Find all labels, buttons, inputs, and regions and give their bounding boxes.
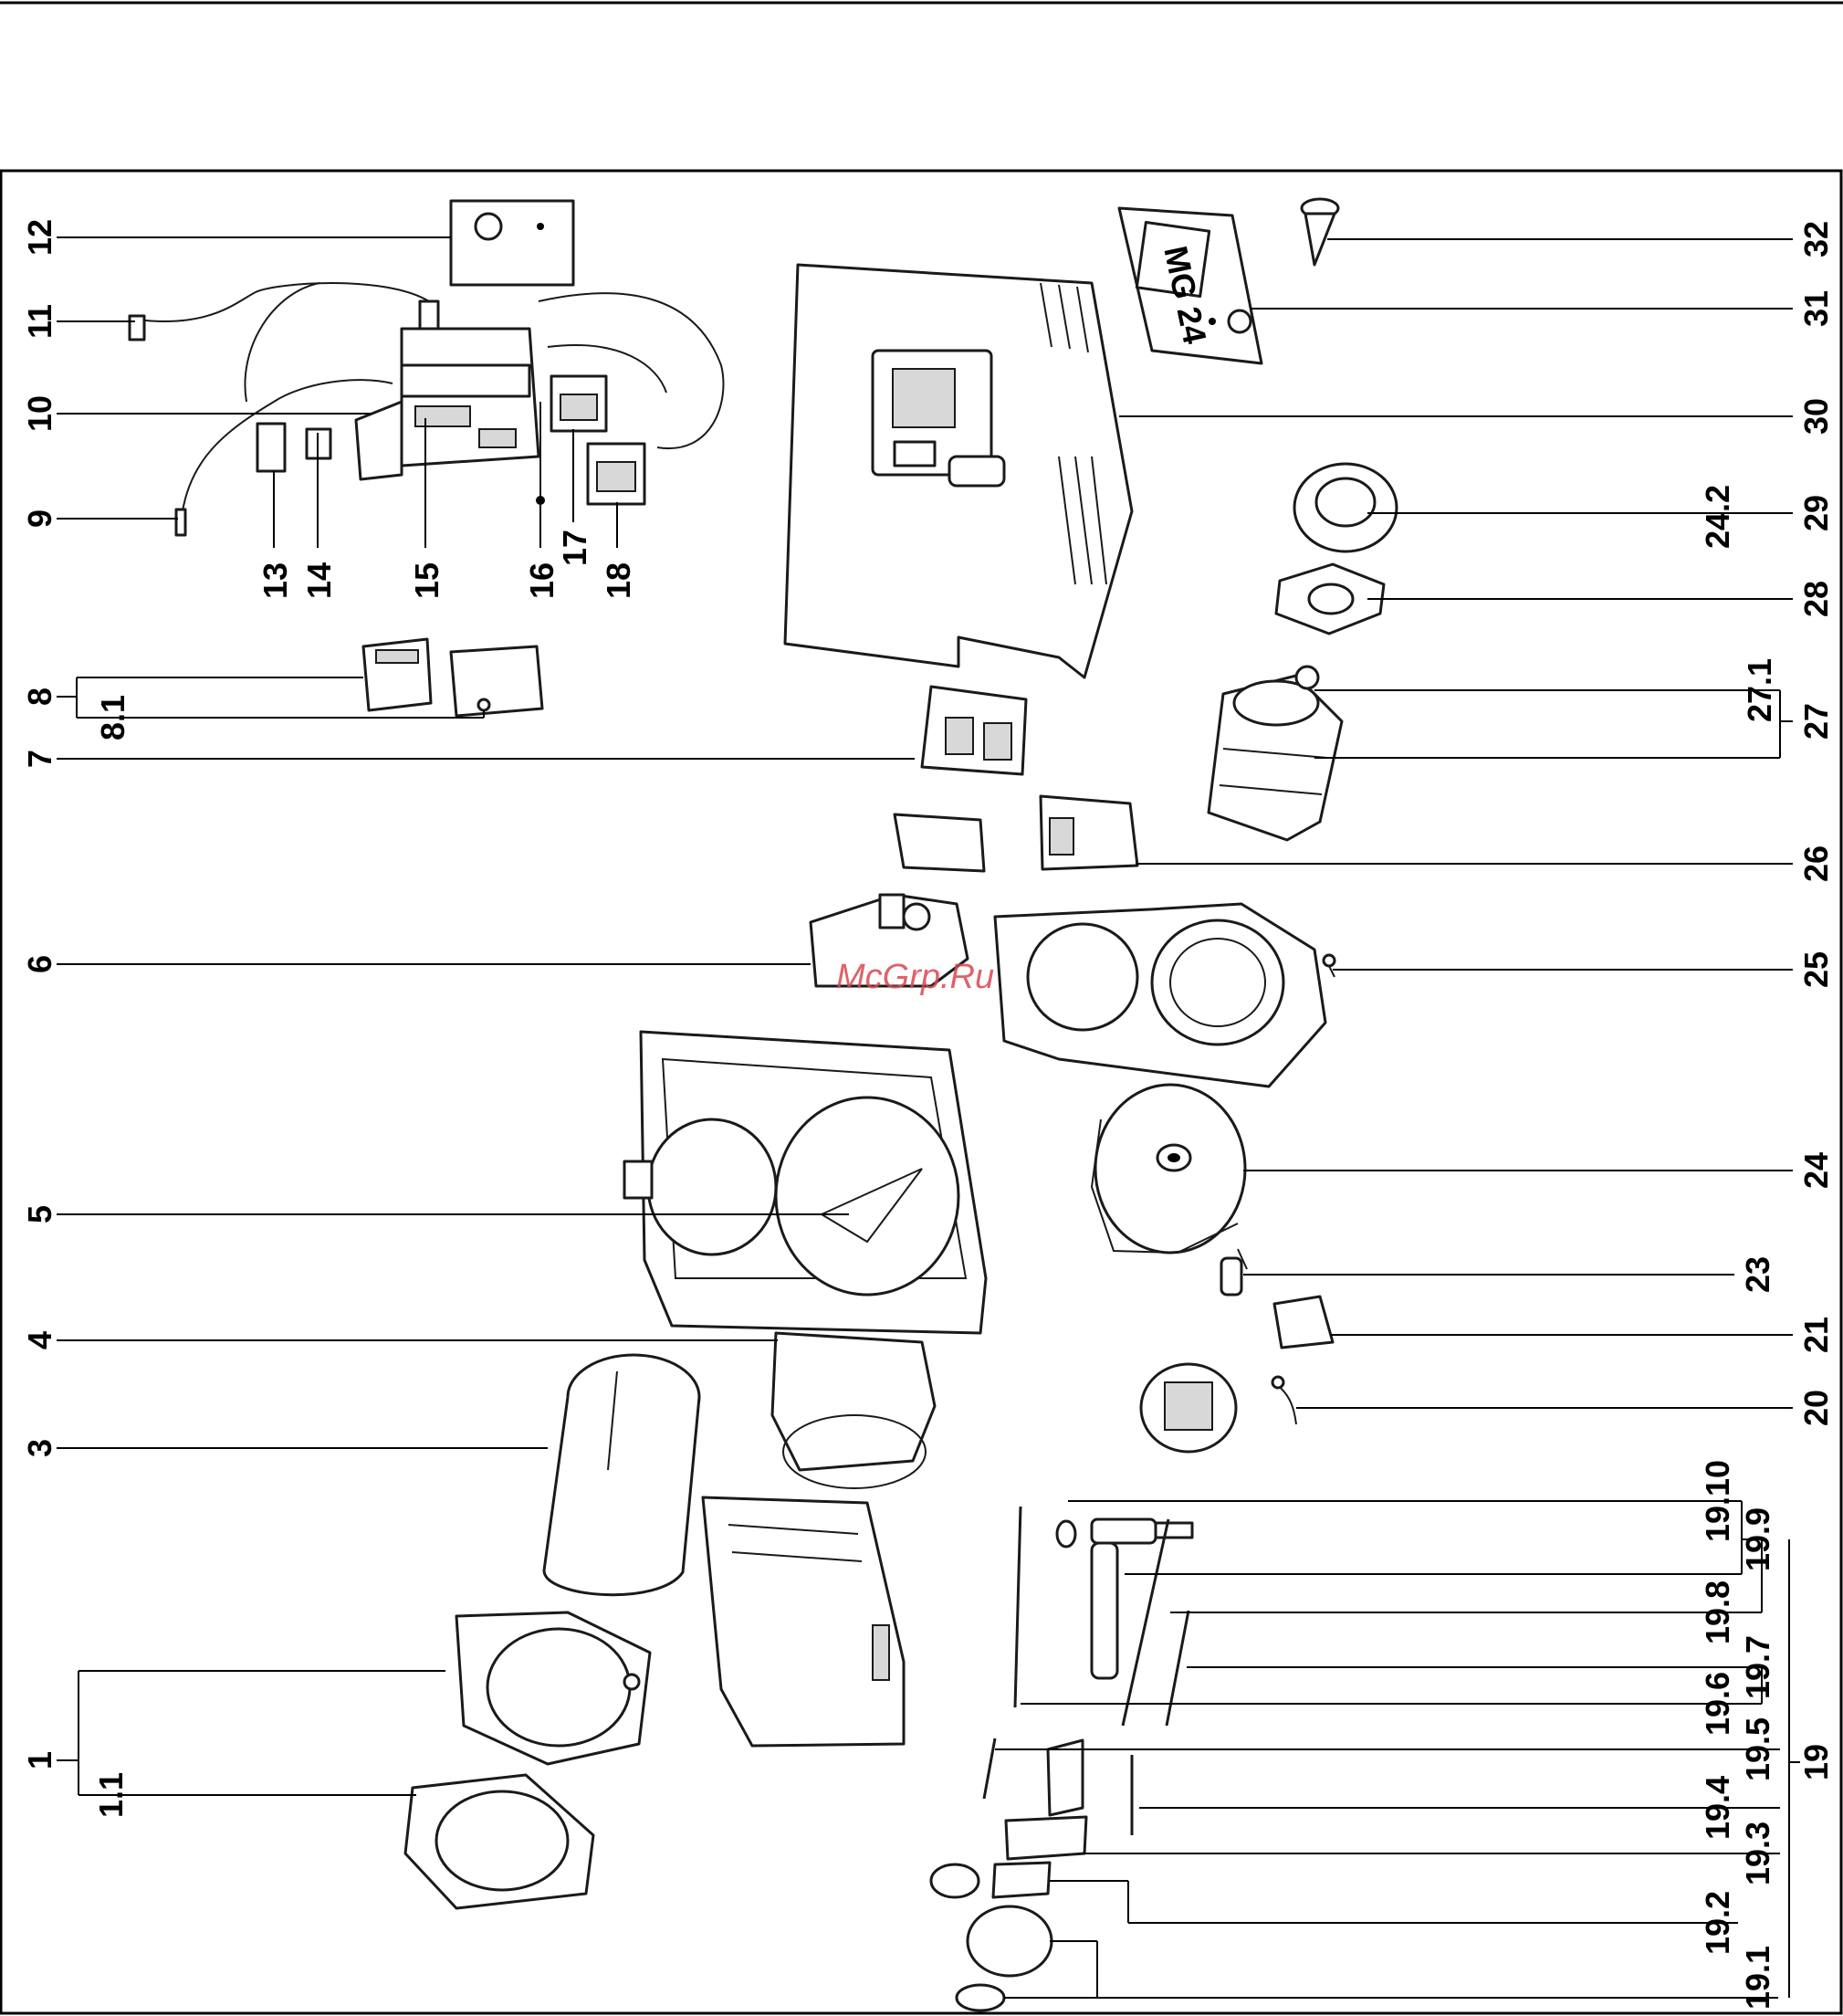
label-19-1: 19.1 xyxy=(1739,1946,1776,2010)
part-18-plug xyxy=(588,444,644,504)
label-7: 7 xyxy=(21,750,58,768)
label-26: 26 xyxy=(1797,845,1835,882)
part-1-flange xyxy=(456,1612,650,1764)
label-3: 3 xyxy=(21,1439,58,1457)
part-26-capacitor-box xyxy=(1041,796,1137,869)
part-ignition-unit xyxy=(1141,1364,1236,1452)
label-19-7: 19.7 xyxy=(1739,1635,1776,1699)
part-7-block xyxy=(922,687,1026,774)
part-3-blast-tube xyxy=(544,1355,699,1595)
label-17: 17 xyxy=(556,530,593,566)
label-19-4: 19.4 xyxy=(1699,1776,1736,1840)
label-19-3: 19.3 xyxy=(1739,1822,1776,1885)
label-10: 10 xyxy=(21,395,58,432)
part-25-screw xyxy=(1324,955,1335,977)
part-8-1-module xyxy=(451,646,542,716)
label-27-1: 27.1 xyxy=(1741,658,1778,722)
part-1-1-gasket xyxy=(405,1775,593,1908)
part-24-fan-wheel xyxy=(1092,1085,1245,1253)
label-18: 18 xyxy=(600,562,637,599)
part-11-plug xyxy=(130,316,144,340)
part-20-pipe xyxy=(1276,1384,1296,1424)
part-30-cover-hood xyxy=(785,265,1132,677)
label-25: 25 xyxy=(1797,951,1835,988)
label-1-1: 1.1 xyxy=(92,1772,130,1818)
label-16: 16 xyxy=(523,562,560,599)
label-14: 14 xyxy=(300,562,338,599)
part-31-badge-plate: MG 24 xyxy=(1119,208,1262,363)
part-4-air-box xyxy=(772,1333,935,1488)
label-31: 31 xyxy=(1797,290,1835,327)
label-19-5: 19.5 xyxy=(1739,1717,1776,1781)
part-13-connector xyxy=(257,424,285,471)
label-8: 8 xyxy=(21,688,58,706)
label-5: 5 xyxy=(21,1205,58,1223)
part-9-wire-end xyxy=(176,509,185,535)
label-29: 29 xyxy=(1797,495,1835,531)
part-19-nozzle-assembly xyxy=(931,1507,1192,2011)
part-8-module xyxy=(363,639,431,710)
watermark: McGrp.Ru xyxy=(836,958,994,996)
label-13: 13 xyxy=(257,562,294,599)
label-12: 12 xyxy=(21,219,58,256)
label-32: 32 xyxy=(1797,221,1835,257)
label-1: 1 xyxy=(21,1751,58,1769)
label-19-8: 19.8 xyxy=(1699,1580,1736,1644)
label-23: 23 xyxy=(1739,1256,1776,1293)
label-27: 27 xyxy=(1797,703,1835,740)
part-32-rivet xyxy=(1302,199,1338,265)
part-base-plate xyxy=(703,1497,904,1746)
label-11: 11 xyxy=(21,304,58,339)
label-19-10: 19.10 xyxy=(1699,1460,1736,1542)
part-mounting-plate xyxy=(895,814,984,871)
label-19-2: 19.2 xyxy=(1699,1891,1736,1955)
label-6: 6 xyxy=(21,955,58,973)
label-19-9: 19.9 xyxy=(1739,1507,1776,1571)
label-24-2: 24.2 xyxy=(1699,485,1736,549)
label-8-1: 8.1 xyxy=(94,695,131,740)
label-4: 4 xyxy=(21,1331,58,1349)
label-30: 30 xyxy=(1797,398,1835,435)
part-15-control-unit xyxy=(356,301,539,479)
label-21: 21 xyxy=(1797,1317,1835,1353)
label-19: 19 xyxy=(1797,1744,1835,1780)
part-5-fan-housing xyxy=(624,1032,986,1333)
part-23-valve xyxy=(1221,1249,1247,1295)
label-15: 15 xyxy=(408,562,445,599)
label-20: 20 xyxy=(1797,1390,1835,1426)
part-12-terminal-box xyxy=(451,201,573,285)
label-19-6: 19.6 xyxy=(1699,1672,1736,1736)
part-21-bracket xyxy=(1274,1297,1333,1348)
label-9: 9 xyxy=(21,509,58,528)
label-24: 24 xyxy=(1797,1152,1835,1189)
part-27-motor xyxy=(1209,667,1342,840)
part-17-plug xyxy=(551,376,606,431)
part-housing-plate xyxy=(995,904,1325,1087)
part-29-damper xyxy=(1294,464,1397,551)
label-28: 28 xyxy=(1797,581,1835,617)
